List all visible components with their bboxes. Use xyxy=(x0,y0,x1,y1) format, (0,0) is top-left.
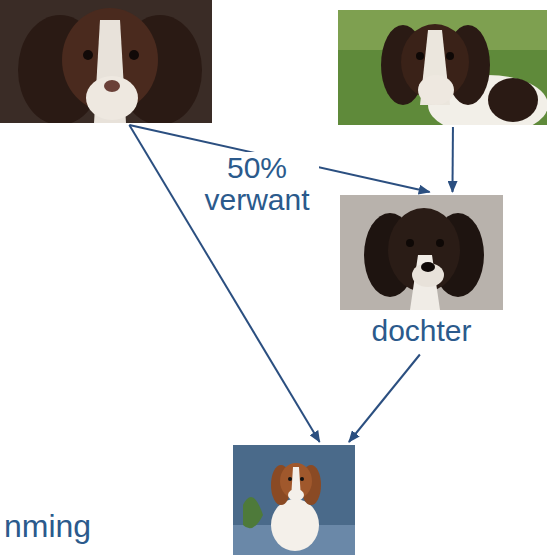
pedigree-arrow xyxy=(129,125,319,442)
photo-node xyxy=(0,0,212,123)
pedigree-arrow xyxy=(349,355,420,443)
photo-node xyxy=(338,10,547,125)
pedigree-arrow xyxy=(451,127,453,192)
dog-photo xyxy=(338,10,547,125)
dog-photo xyxy=(233,445,355,555)
photo-node xyxy=(233,445,355,555)
cut-off-text: nming xyxy=(4,508,91,545)
photo-node: dochter xyxy=(340,195,503,353)
dog-photo xyxy=(0,0,212,123)
edge-label: 50% verwant xyxy=(195,152,319,215)
node-caption: dochter xyxy=(340,315,503,347)
dog-photo xyxy=(340,195,503,310)
